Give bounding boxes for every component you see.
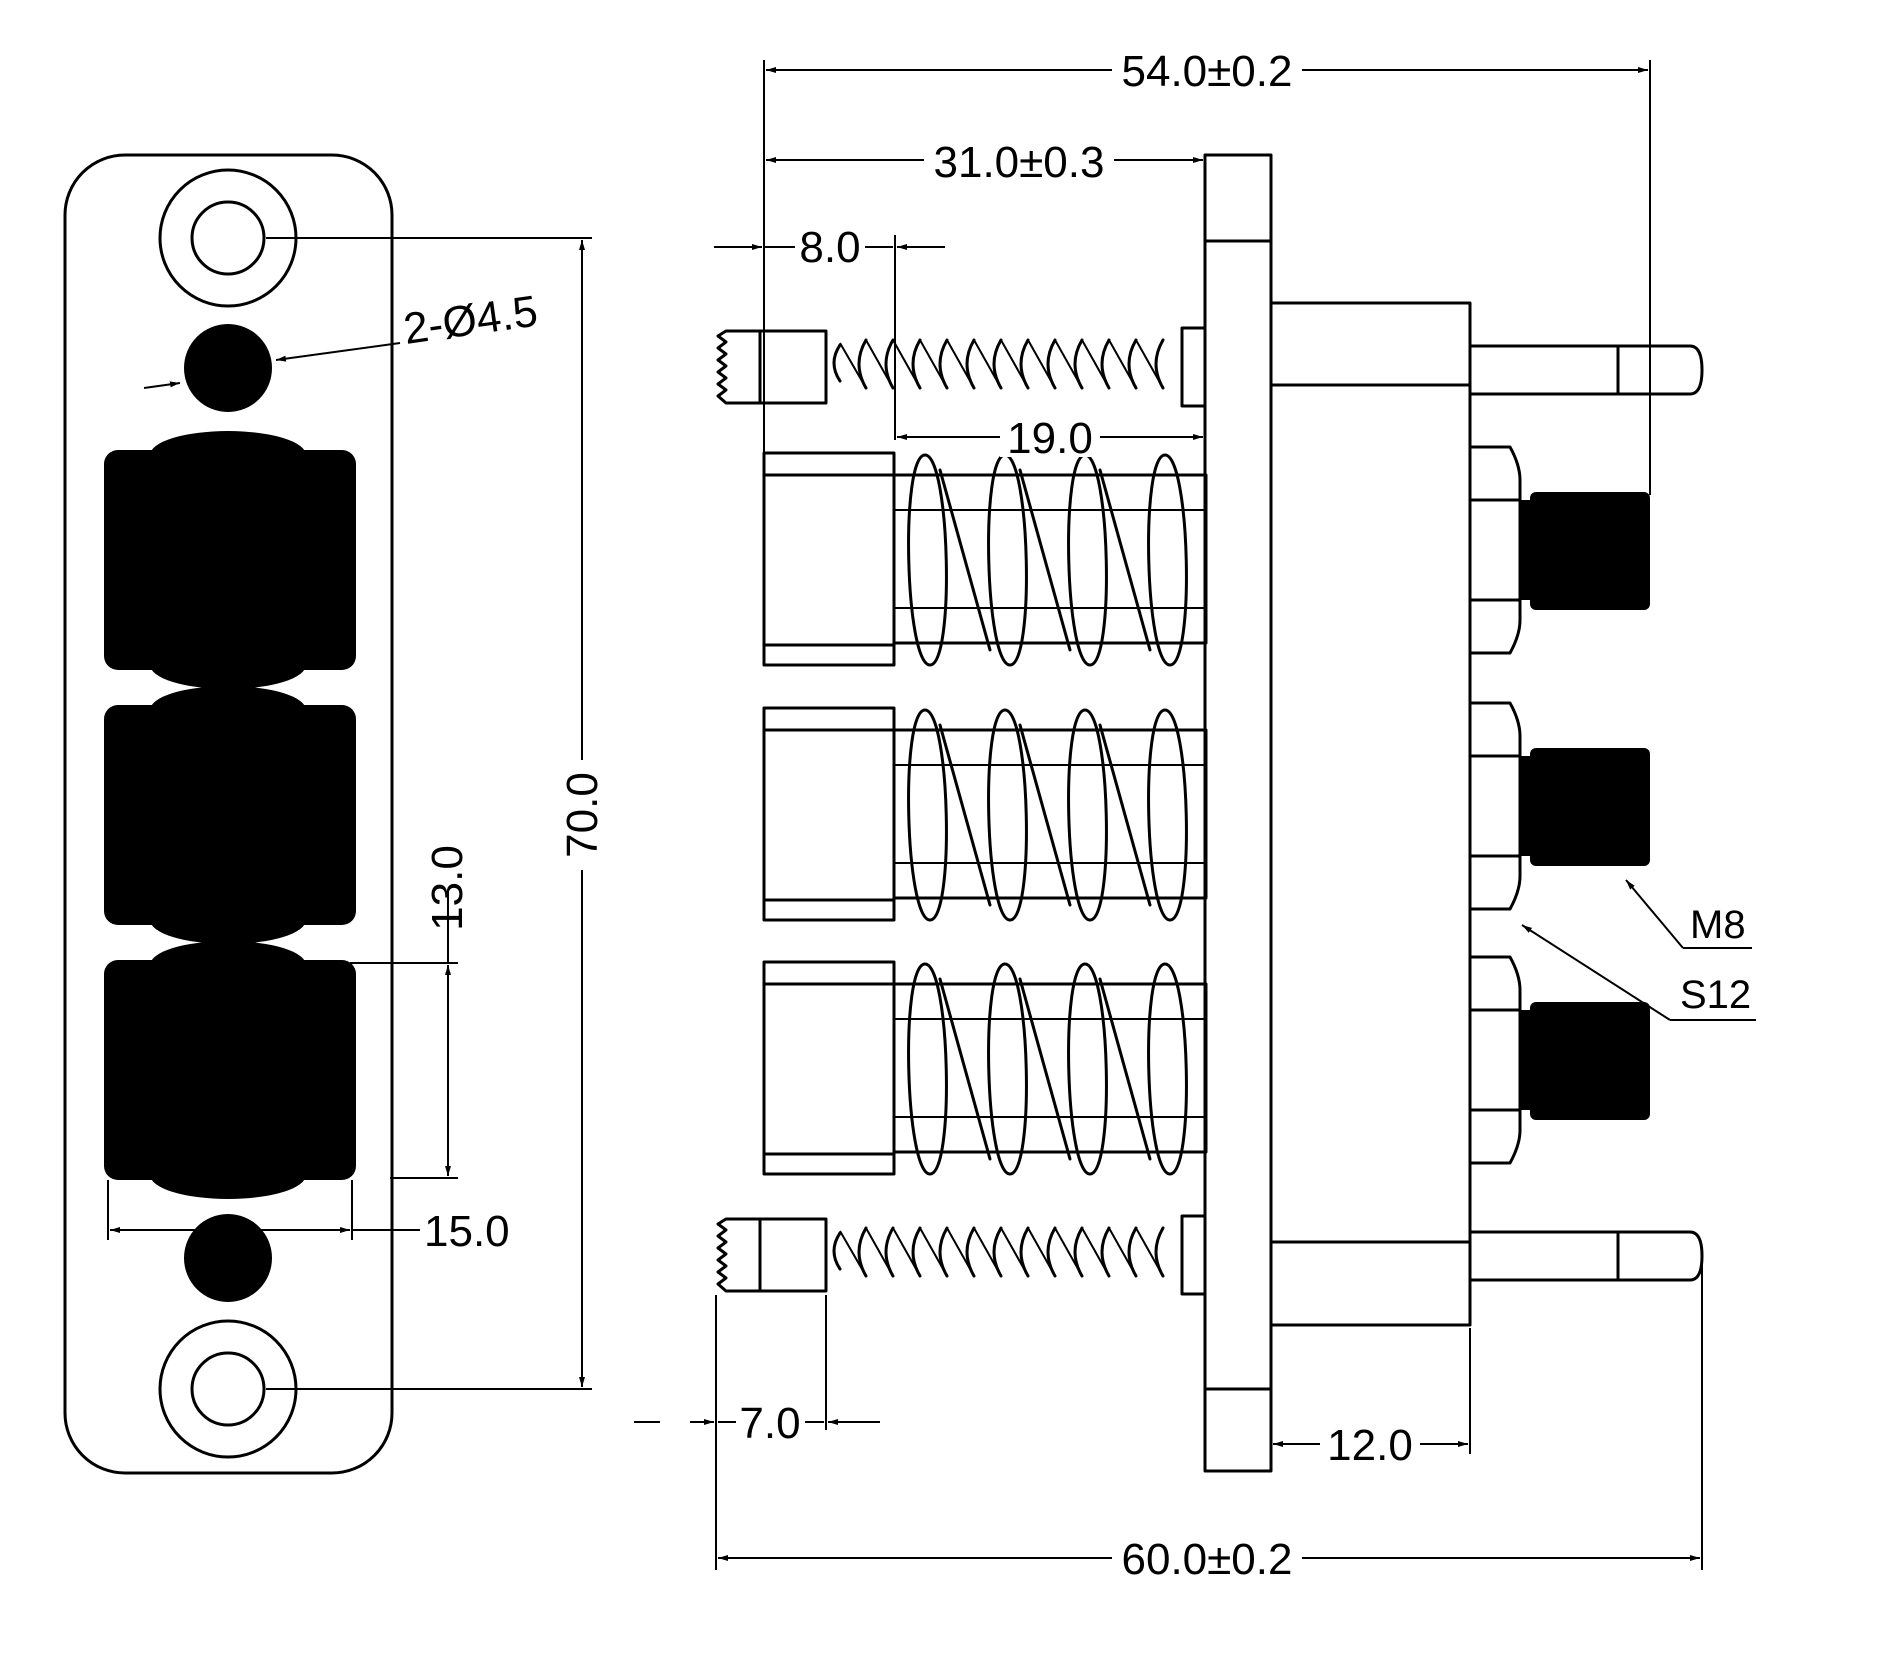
dim-pad-width: 15.0 <box>107 1180 510 1256</box>
front-view: 70.0 2-Ø4.5 13.0 15.0 <box>63 153 607 1475</box>
flange <box>1203 153 1273 1473</box>
dim-small-pin-head: 8.0 <box>714 223 945 440</box>
label-nut-text: S12 <box>1680 973 1751 1017</box>
dim-spring-length: 19.0 <box>897 413 1203 463</box>
dim-hole-spec-label: 2-Ø4.5 <box>401 287 541 354</box>
dim-pad-width-label: 15.0 <box>424 1207 510 1256</box>
dim-overall-bottom: 60.0±0.2 <box>715 1262 1703 1584</box>
side-view: 54.0±0.2 31.0±0.3 8.0 19.0 <box>634 44 1756 1584</box>
power-contact-2 <box>762 706 1208 922</box>
dim-overall-bottom-label: 60.0±0.2 <box>1122 1535 1293 1584</box>
dim-pitch-label: 13.0 <box>423 845 472 931</box>
guide-pin-rear-bottom <box>1468 1230 1704 1282</box>
guide-pin-bottom <box>184 1214 272 1302</box>
dim-flange-offset: 31.0±0.3 <box>766 134 1203 187</box>
contact-pad-3 <box>104 941 356 1199</box>
guide-pin-front-top <box>716 326 1207 408</box>
insulator-body <box>1269 301 1472 1327</box>
guide-pin-top <box>184 324 272 412</box>
dim-body-depth: 12.0 <box>1273 1328 1471 1470</box>
dim-spring-length-label: 19.0 <box>1007 414 1093 463</box>
contact-pad-1 <box>104 431 356 689</box>
dim-overall-top-label: 54.0±0.2 <box>1122 47 1293 96</box>
dim-small-pin-tip-label: 7.0 <box>739 1399 800 1448</box>
label-nut: S12 <box>1521 924 1756 1021</box>
nut-stud-2 <box>1468 701 1650 911</box>
dim-flange-offset-label: 31.0±0.3 <box>934 138 1105 187</box>
dim-small-pin-head-label: 8.0 <box>799 223 860 272</box>
label-thread: M8 <box>1625 879 1752 949</box>
guide-pin-front-bottom <box>716 1214 1207 1296</box>
front-plate <box>63 153 394 1475</box>
nut-stud-3 <box>1468 955 1650 1165</box>
dim-small-pin-tip: 7.0 <box>634 1295 880 1448</box>
dim-body-depth-label: 12.0 <box>1327 1421 1413 1470</box>
power-contact-1 <box>762 451 1208 667</box>
dim-total-height-label: 70.0 <box>558 772 607 858</box>
dim-overall-top: 54.0±0.2 <box>763 44 1651 495</box>
nut-stud-1 <box>1468 445 1650 655</box>
guide-pin-rear-top <box>1468 344 1704 396</box>
dim-total-height: 70.0 <box>266 237 607 1390</box>
contact-pad-2 <box>104 686 356 944</box>
label-thread-text: M8 <box>1690 903 1746 947</box>
power-contact-3 <box>762 960 1208 1176</box>
dim-pitch: 13.0 <box>350 845 472 1179</box>
